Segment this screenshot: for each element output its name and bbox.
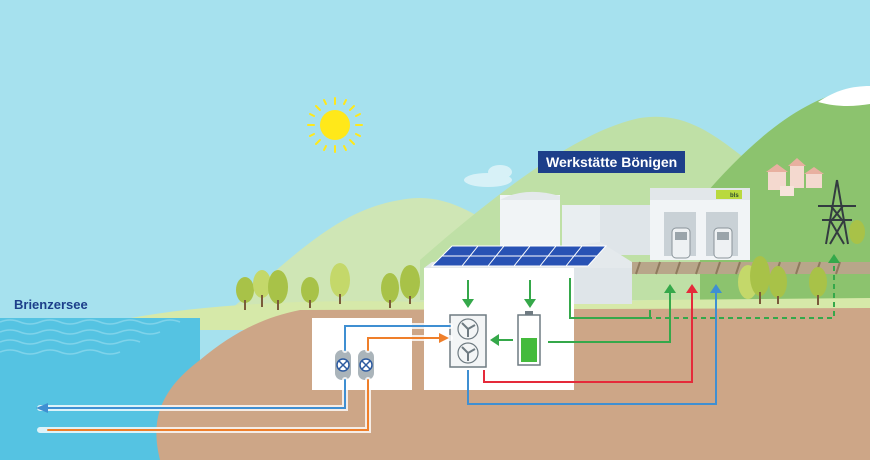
water-waves [0, 319, 181, 355]
cloud [464, 165, 512, 187]
train-icon [671, 227, 733, 259]
electric-flow-arrowheads [462, 254, 840, 346]
solar-panel-icon [430, 245, 608, 267]
battery-icon [517, 311, 541, 366]
lake-pipes [36, 323, 453, 433]
heat-pump-icon [335, 350, 374, 380]
sun-icon [307, 97, 363, 153]
heat-supply-flow [483, 284, 698, 383]
cooling-flow [467, 284, 722, 405]
workshop-label: Werkstätte Bönigen [538, 151, 686, 173]
trees [236, 220, 865, 310]
mountain-snow [818, 86, 870, 106]
village [766, 158, 824, 196]
power-pylon-icon [818, 179, 856, 245]
fan-unit-icon [449, 314, 487, 368]
lake-label: Brienzersee [14, 297, 88, 312]
battery-charge-level [521, 338, 537, 362]
company-logo: bls [730, 193, 739, 199]
rail-track [610, 262, 870, 274]
